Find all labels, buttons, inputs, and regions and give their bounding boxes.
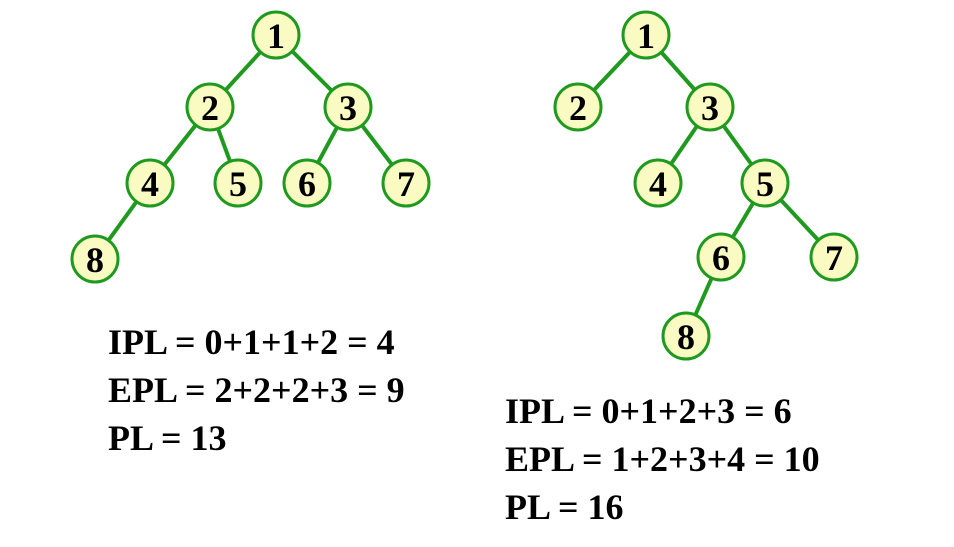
right-node-5: 5 (740, 158, 790, 208)
right-epl-formula: EPL = 1+2+3+4 = 10 (505, 439, 820, 479)
left-node-circle-6 (282, 158, 332, 208)
left-node-circle-4 (125, 158, 175, 208)
right-node-label-2: 2 (569, 88, 587, 128)
right-node-circle-2 (553, 82, 603, 132)
right-node-3: 3 (685, 82, 735, 132)
left-node-label-3: 3 (339, 88, 357, 128)
right-node-label-6: 6 (712, 238, 730, 278)
left-node-label-2: 2 (201, 88, 219, 128)
right-node-8: 8 (661, 311, 711, 361)
left-node-4: 4 (125, 158, 175, 208)
right-node-label-5: 5 (756, 164, 774, 204)
right-node-circle-3 (685, 82, 735, 132)
right-node-label-7: 7 (825, 238, 843, 278)
left-node-circle-2 (185, 82, 235, 132)
right-node-circle-7 (809, 232, 859, 282)
left-ipl-formula: IPL = 0+1+1+2 = 4 (108, 322, 395, 362)
left-node-circle-5 (213, 158, 263, 208)
left-node-label-7: 7 (397, 164, 415, 204)
left-node-label-1: 1 (267, 16, 285, 56)
right-node-circle-4 (633, 158, 683, 208)
right-node-6: 6 (696, 232, 746, 282)
left-node-1: 1 (251, 10, 301, 60)
left-node-5: 5 (213, 158, 263, 208)
right-node-2: 2 (553, 82, 603, 132)
left-node-circle-1 (251, 10, 301, 60)
right-node-label-4: 4 (649, 164, 667, 204)
left-epl-formula: EPL = 2+2+2+3 = 9 (108, 370, 405, 410)
left-node-label-5: 5 (229, 164, 247, 204)
right-node-circle-5 (740, 158, 790, 208)
left-node-6: 6 (282, 158, 332, 208)
left-node-8: 8 (70, 234, 120, 284)
left-node-label-8: 8 (86, 240, 104, 280)
right-node-7: 7 (809, 232, 859, 282)
right-node-label-1: 1 (637, 16, 655, 56)
right-pl-formula: PL = 16 (505, 487, 624, 527)
right-node-label-8: 8 (677, 317, 695, 357)
left-node-7: 7 (381, 158, 431, 208)
left-node-circle-3 (323, 82, 373, 132)
left-node-circle-7 (381, 158, 431, 208)
left-node-label-4: 4 (141, 164, 159, 204)
right-node-circle-1 (621, 10, 671, 60)
left-node-3: 3 (323, 82, 373, 132)
left-formulas: IPL = 0+1+1+2 = 4 EPL = 2+2+2+3 = 9 PL =… (108, 318, 405, 462)
right-node-4: 4 (633, 158, 683, 208)
left-node-circle-8 (70, 234, 120, 284)
right-node-circle-8 (661, 311, 711, 361)
left-pl-formula: PL = 13 (108, 418, 227, 458)
left-node-label-6: 6 (298, 164, 316, 204)
right-node-circle-6 (696, 232, 746, 282)
right-ipl-formula: IPL = 0+1+2+3 = 6 (505, 391, 792, 431)
right-node-label-3: 3 (701, 88, 719, 128)
left-node-2: 2 (185, 82, 235, 132)
left-tree: 1 2 3 4 5 6 7 8 (70, 10, 431, 284)
right-node-1: 1 (621, 10, 671, 60)
right-formulas: IPL = 0+1+2+3 = 6 EPL = 1+2+3+4 = 10 PL … (505, 387, 820, 531)
